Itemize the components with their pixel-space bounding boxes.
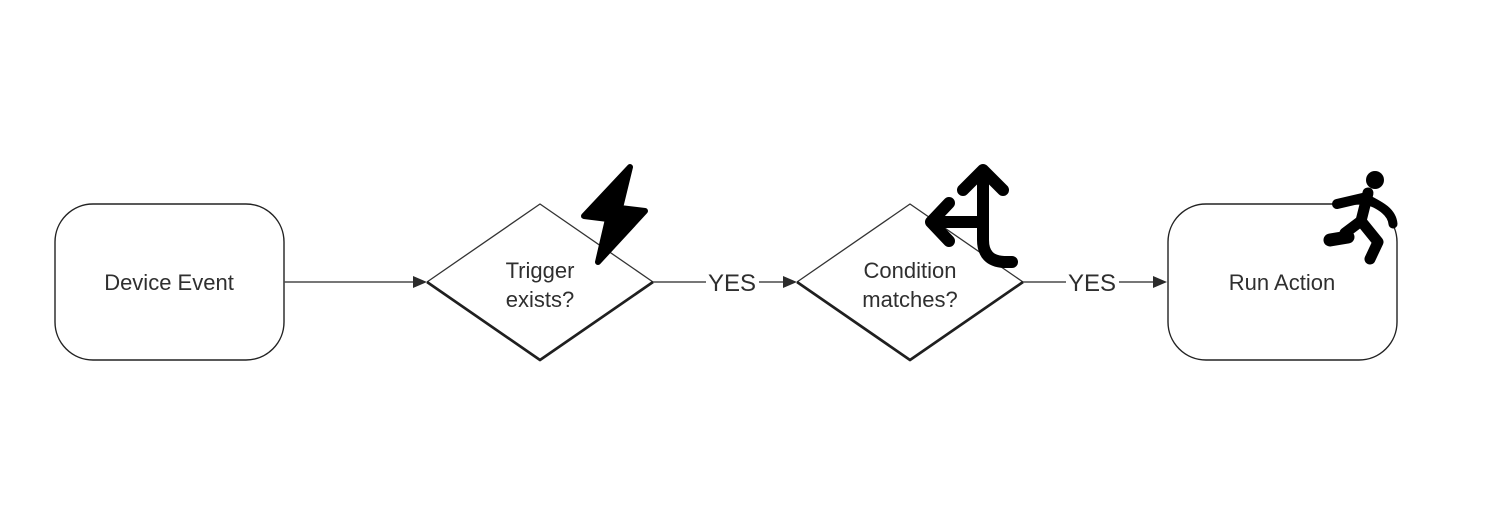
trigger-diamond-top-edges	[426, 203, 654, 283]
connector-device-to-trigger	[284, 276, 427, 288]
trigger-diamond-bottom-edges	[426, 280, 654, 362]
arrowhead	[783, 276, 797, 288]
runner-icon	[1323, 171, 1398, 265]
runner-front-arm	[1362, 194, 1398, 229]
arrowhead	[1153, 276, 1167, 288]
lightning-bolt-shape	[581, 164, 648, 265]
runner-head	[1366, 171, 1384, 189]
run-action-label: Run Action	[1229, 270, 1335, 295]
condition-matches-label-line1: Condition	[864, 258, 957, 283]
edge-label-yes-1: YES	[708, 270, 756, 297]
split-arrows-up-arrowhead	[957, 164, 1009, 196]
condition-diamond-bottom-edges	[796, 280, 1024, 362]
connector-trigger-to-condition: YES	[653, 270, 797, 297]
runner-front-leg	[1355, 215, 1384, 265]
node-trigger-exists	[426, 203, 654, 362]
node-condition-matches	[796, 203, 1024, 362]
device-event-label: Device Event	[104, 270, 234, 295]
trigger-exists-label-line1: Trigger	[506, 258, 575, 283]
split-arrows-stem	[977, 168, 1018, 268]
runner-back-arm	[1332, 192, 1372, 209]
condition-matches-label-line2: matches?	[862, 287, 957, 312]
trigger-exists-label-line2: exists?	[506, 287, 574, 312]
arrowhead	[413, 276, 427, 288]
edge-label-yes-2: YES	[1068, 270, 1116, 297]
connector-condition-to-run: YES	[1023, 270, 1167, 297]
lightning-bolt-icon	[581, 164, 648, 265]
split-arrows-left-arrowhead	[925, 197, 955, 247]
split-arrows-icon	[925, 164, 1018, 268]
runner-shoe	[1323, 230, 1355, 247]
